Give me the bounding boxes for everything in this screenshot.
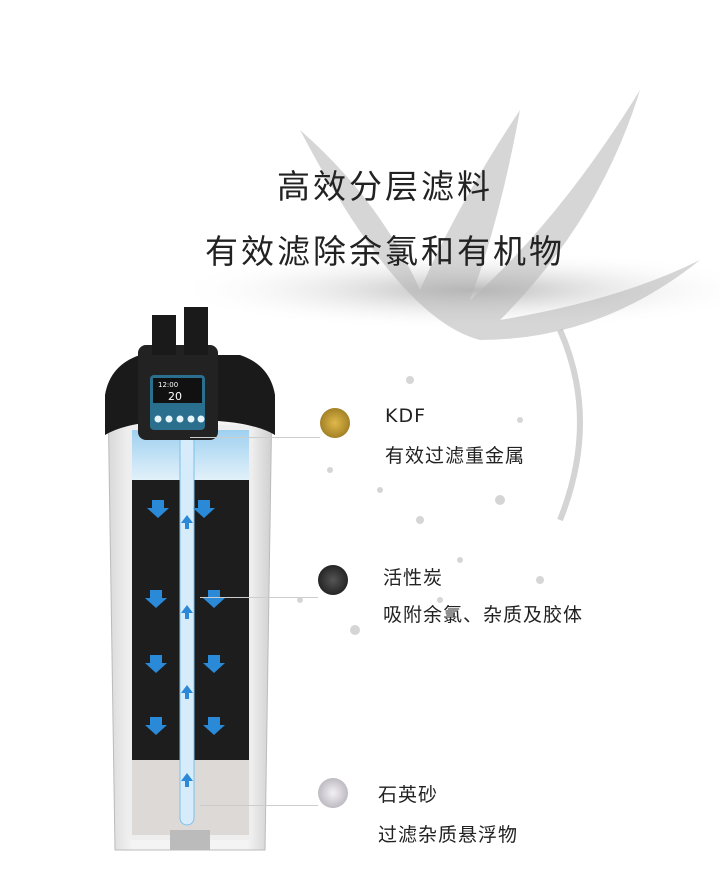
control-button[interactable] xyxy=(187,415,195,423)
filter-canister: 12:00 20 xyxy=(105,307,275,851)
layer-name-sand: 石英砂 xyxy=(378,784,439,806)
layer-desc-kdf: 有效过滤重金属 xyxy=(385,445,526,467)
kdf-media-icon xyxy=(320,408,350,438)
control-button[interactable] xyxy=(197,415,205,423)
control-button[interactable] xyxy=(165,415,173,423)
display-time: 12:00 xyxy=(158,381,178,389)
headline-line1: 高效分层滤料 xyxy=(277,167,493,206)
control-button[interactable] xyxy=(176,415,184,423)
display-value: 20 xyxy=(168,390,182,403)
headline-line2: 有效滤除余氯和有机物 xyxy=(205,232,565,271)
layer-desc-sand: 过滤杂质悬浮物 xyxy=(378,824,519,846)
callout-line-carbon xyxy=(200,597,318,598)
layer-name-carbon: 活性炭 xyxy=(383,567,444,589)
layer-desc-carbon: 吸附余氯、杂质及胶体 xyxy=(383,604,584,626)
control-button[interactable] xyxy=(154,415,162,423)
carbon-media-icon xyxy=(318,565,348,595)
flow-arrows xyxy=(145,500,225,787)
callout-line-kdf xyxy=(190,437,320,438)
layer-name-kdf: KDF xyxy=(385,405,427,427)
sand-media-icon xyxy=(318,778,348,808)
callout-line-sand xyxy=(200,805,318,806)
